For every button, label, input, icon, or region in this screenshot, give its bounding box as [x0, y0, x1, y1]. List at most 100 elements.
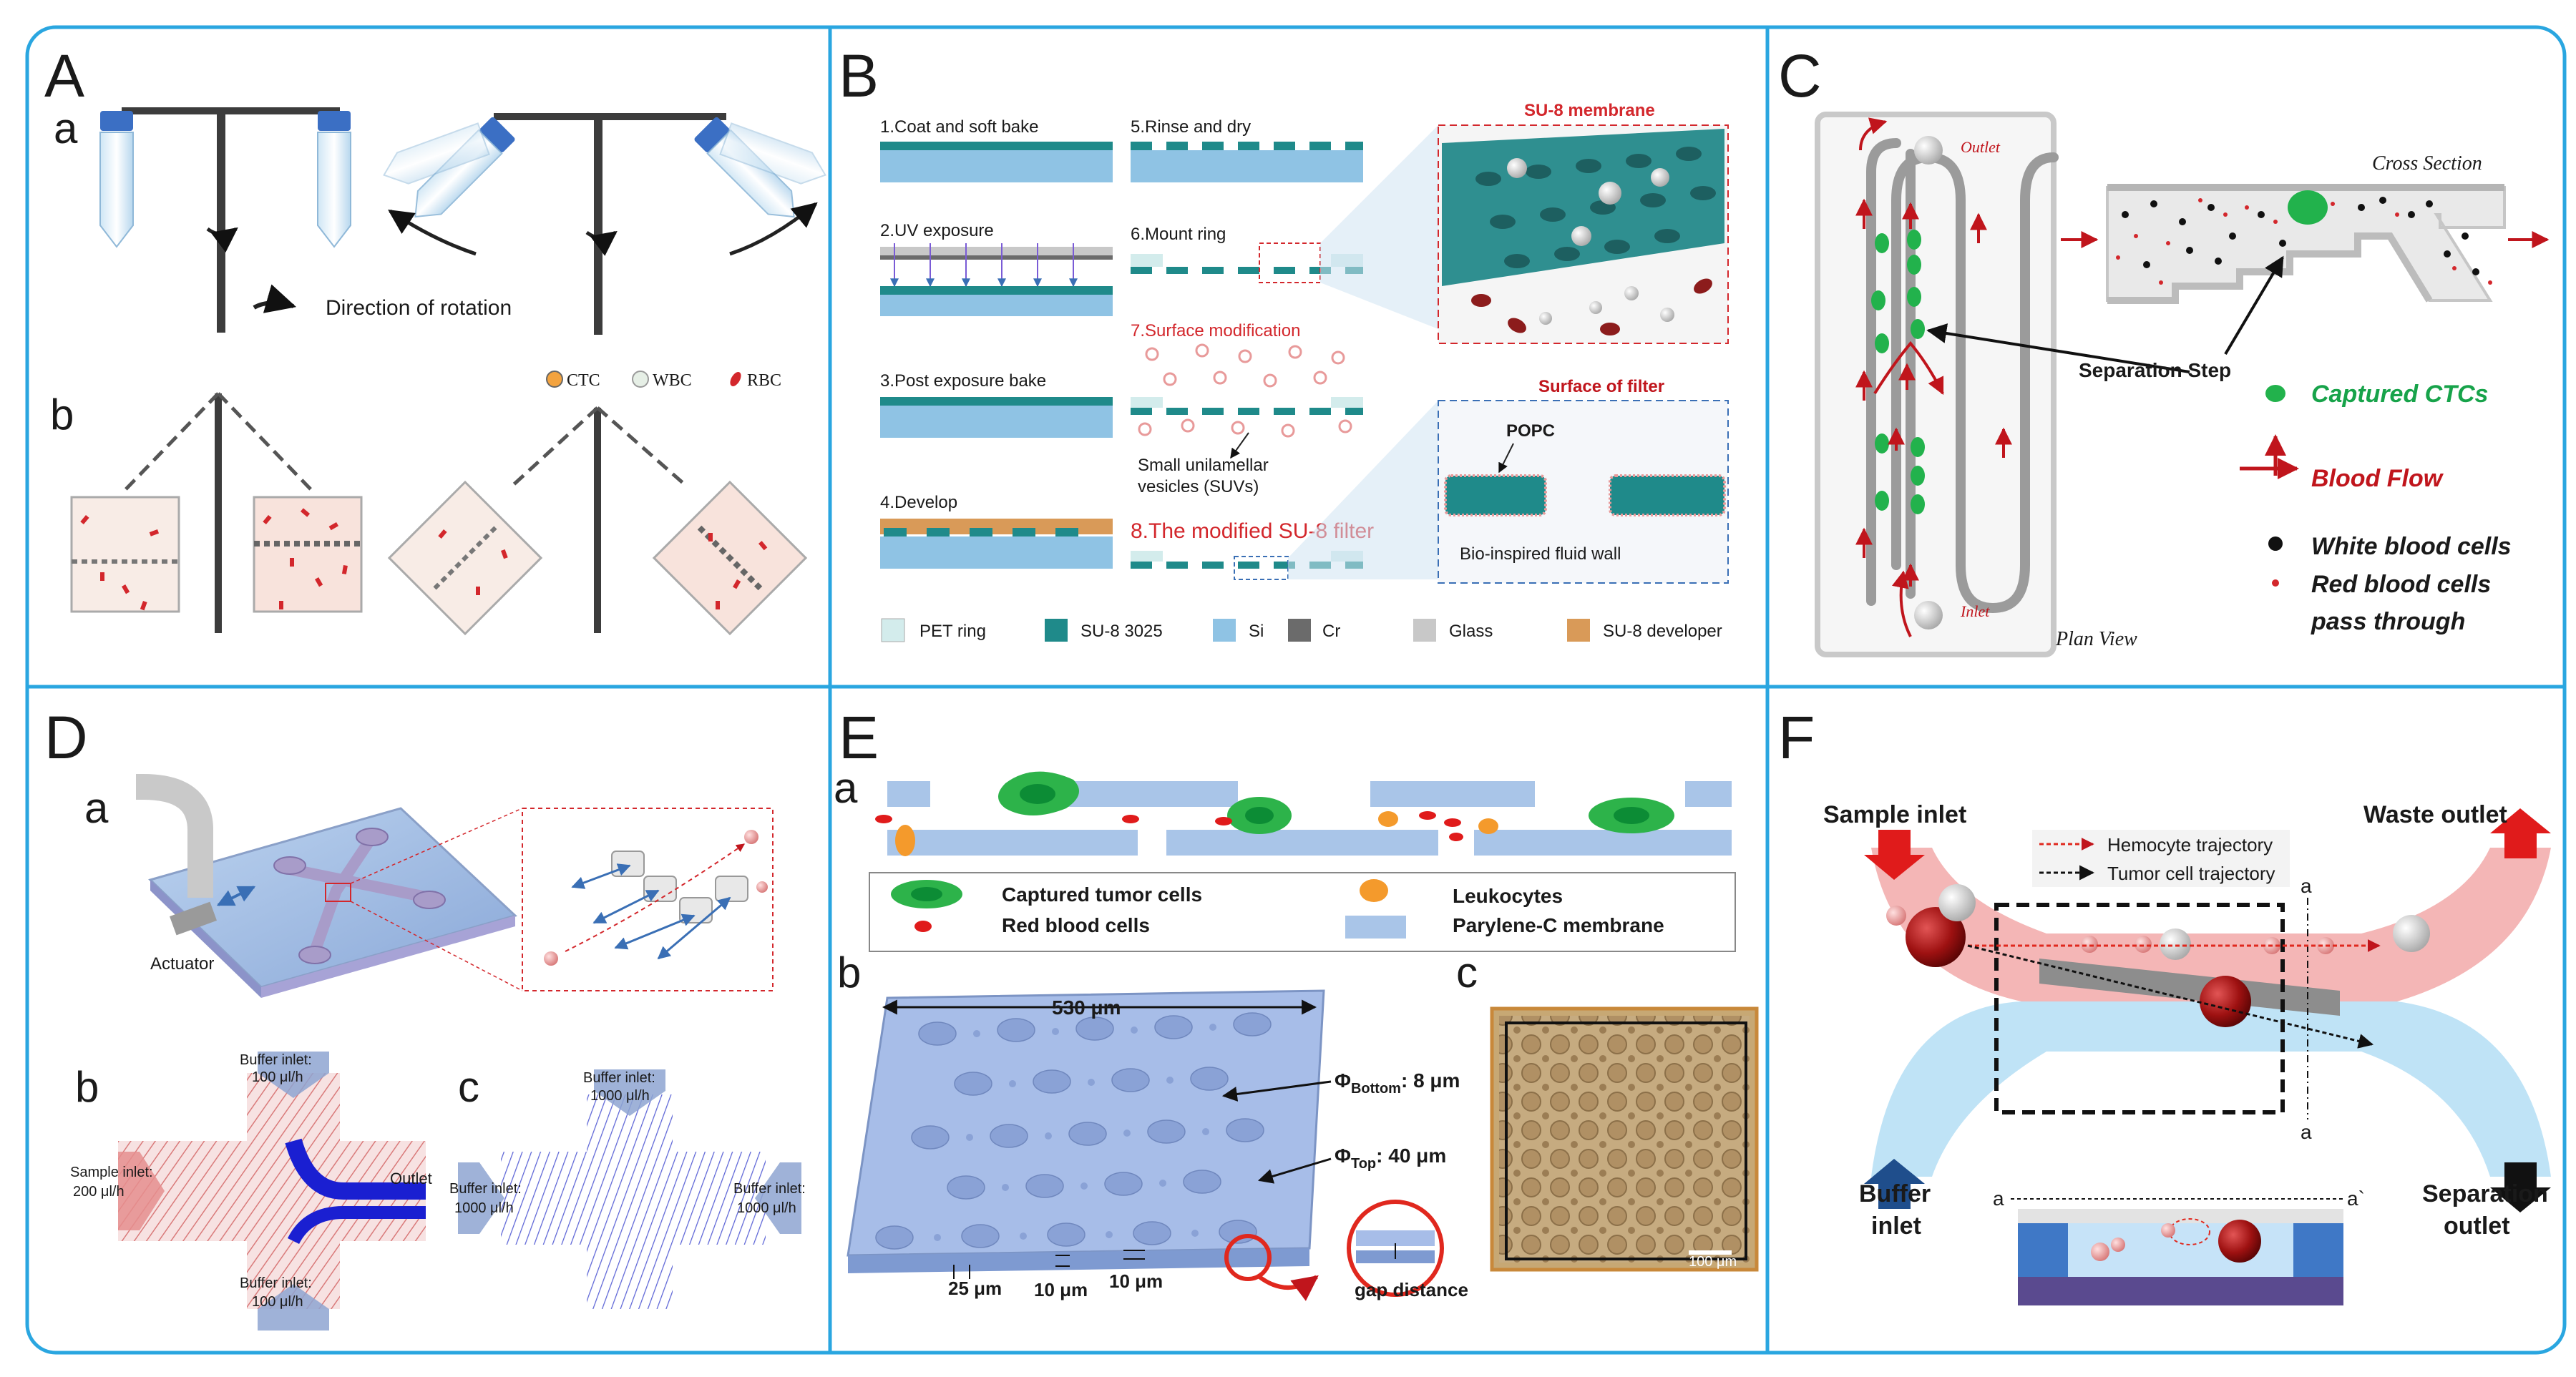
legend-membrane: Parylene-C membrane — [1453, 914, 1664, 936]
step-2: 2.UV exposure — [880, 221, 994, 240]
step-4: 4.Develop — [880, 493, 957, 512]
waste-outlet-label: Waste outlet — [2363, 801, 2507, 828]
legend-c: Captured CTCs Blood Flow White blood cel… — [2240, 381, 2512, 635]
b-sample-1: Sample inlet: — [70, 1165, 153, 1180]
b-outlet: Outlet — [390, 1170, 432, 1187]
c-buffer-top-2: 1000 μl/h — [590, 1088, 650, 1104]
phi-bottom: ΦBottom: 8 μm — [1335, 1069, 1460, 1097]
tube-left — [99, 111, 134, 248]
a-bottom: a — [2301, 1121, 2312, 1143]
legend-e: Captured tumor cells Red blood cells Leu… — [869, 872, 1736, 952]
sample-inlet-label: Sample inlet — [1823, 801, 1966, 828]
material-legend: PET ring SU-8 3025 Si Cr Glass SU-8 deve… — [881, 618, 1722, 642]
panel-b: B 1.Coat and soft bake 2.UV exposure 3.P… — [839, 42, 1729, 642]
micrograph: 100 μm — [1490, 1006, 1759, 1272]
legend-tumor-traj: Tumor cell trajectory — [2107, 863, 2275, 884]
c-buffer-top-1: Buffer inlet: — [583, 1070, 655, 1086]
membrane-icon — [1345, 916, 1406, 939]
a-right: a` — [2347, 1187, 2365, 1210]
width-label: 530 μm — [1052, 996, 1121, 1019]
rotor-b-swinging — [387, 406, 808, 636]
panel-d-sub-c: c — [458, 1063, 479, 1111]
a-top: a — [2301, 875, 2312, 897]
step-1: 1.Coat and soft bake — [880, 117, 1038, 137]
actuator-label: Actuator — [150, 954, 214, 974]
dim-10b: 10 μm — [1109, 1270, 1163, 1292]
legend-rbc-1: Red blood cells — [2311, 571, 2491, 598]
dim-10a: 10 μm — [1034, 1279, 1088, 1300]
legend-rbc-e: Red blood cells — [1002, 914, 1150, 936]
step-5: 5.Rinse and dry — [1131, 117, 1251, 137]
ctc-icon — [546, 371, 563, 388]
legend-tumor: Captured tumor cells — [1002, 883, 1202, 906]
membrane-3d: 530 μm ΦBottom: 8 μm ΦTop: 40 μm 25 μm 1… — [847, 989, 1468, 1301]
leukocyte-icon — [1360, 879, 1388, 902]
panel-c-letter: C — [1778, 42, 1822, 109]
flow-sim-b: Buffer inlet: 100 μl/h Sample inlet: 200… — [70, 1052, 432, 1331]
surface-title: Surface of filter — [1538, 377, 1664, 396]
separation-outlet-label-1: Separation — [2422, 1180, 2548, 1207]
wbc-icon — [632, 371, 649, 388]
rotor-upright — [99, 107, 351, 333]
legend-hemocyte: Hemocyte trajectory — [2107, 834, 2273, 856]
su8-membrane-inset: SU-8 membrane — [1438, 101, 1729, 344]
buffer-inlet-label-2: inlet — [1871, 1212, 1921, 1240]
cross-section-label: Cross Section — [2372, 152, 2482, 175]
panel-d-sub-a: a — [84, 784, 109, 832]
plan-view-label: Plan View — [2055, 628, 2137, 650]
tube-right — [317, 111, 351, 248]
rotation-arrow-icon — [253, 284, 297, 313]
separation-outlet-label-2: outlet — [2444, 1212, 2510, 1240]
buffer-inlet-label-1: Buffer — [1859, 1180, 1931, 1207]
panel-d: D a b c Actuator — [44, 704, 806, 1331]
step-7: 7.Surface modification — [1131, 321, 1300, 340]
separation-outlet-arrow-icon — [2490, 1162, 2551, 1212]
panel-a: A a b — [44, 42, 826, 636]
cross-section: Cross Section — [2061, 152, 2550, 304]
membrane-title: SU-8 membrane — [1524, 101, 1655, 120]
legend-wbc: White blood cells — [2311, 533, 2512, 560]
b-buffer-top-1: Buffer inlet: — [240, 1052, 312, 1068]
membrane-cross-section — [875, 771, 1732, 856]
cross-section-aa: a a` — [1993, 1187, 2365, 1305]
suv-label-1: Small unilamellar — [1138, 456, 1269, 475]
panel-c: C Outlet Inlet — [1778, 42, 2550, 657]
panel-e-sub-a: a — [834, 764, 858, 812]
rbc-icon-e — [914, 921, 932, 932]
c-buffer-left-2: 1000 μl/h — [454, 1200, 514, 1216]
sample-inlet-arrow-icon — [1864, 830, 1925, 880]
legend-su8: SU-8 3025 — [1080, 622, 1163, 641]
outlet-label: Outlet — [1961, 138, 2001, 156]
plan-view-chip: Outlet Inlet Plan View — [1815, 112, 2137, 657]
panel-frame — [25, 25, 2567, 1355]
rbc-icon — [730, 372, 741, 386]
legend-si: Si — [1249, 622, 1264, 641]
inertial-chip: a a Hemocyte trajectory Tumor cell traje… — [1864, 808, 2551, 1212]
a-left: a — [1993, 1187, 2004, 1210]
panel-a-letter: A — [44, 42, 84, 109]
suv-label-2: vesicles (SUVs) — [1138, 477, 1259, 496]
popc-label: POPC — [1506, 421, 1555, 441]
panel-e-sub-b: b — [837, 949, 861, 996]
b-buffer-top-2: 100 μl/h — [252, 1069, 303, 1085]
rbc-red-icon — [2272, 579, 2279, 587]
rotor-b-upright — [70, 392, 363, 633]
legend-cr: Cr — [1322, 622, 1340, 641]
b-buffer-bottom-1: Buffer inlet: — [240, 1275, 312, 1291]
rotation-label: Direction of rotation — [326, 296, 512, 320]
ctc-green-icon — [2265, 385, 2285, 402]
panel-e-letter: E — [839, 704, 879, 771]
panel-d-letter: D — [44, 704, 88, 771]
panel-a-sub-a: a — [54, 104, 78, 152]
rotor-swinging — [383, 113, 826, 335]
panel-b-letter: B — [839, 42, 879, 109]
gap-label: gap distance — [1355, 1279, 1468, 1300]
flow-sim-c: Buffer inlet: 1000 μl/h Buffer inlet: 10… — [449, 1069, 806, 1309]
step-6: 6.Mount ring — [1131, 225, 1226, 244]
panel-d-sub-b: b — [75, 1063, 99, 1111]
c-buffer-right-1: Buffer inlet: — [733, 1181, 806, 1197]
c-buffer-right-2: 1000 μl/h — [737, 1200, 796, 1216]
panel-f-letter: F — [1778, 704, 1815, 771]
inlet-label: Inlet — [1960, 602, 1990, 620]
